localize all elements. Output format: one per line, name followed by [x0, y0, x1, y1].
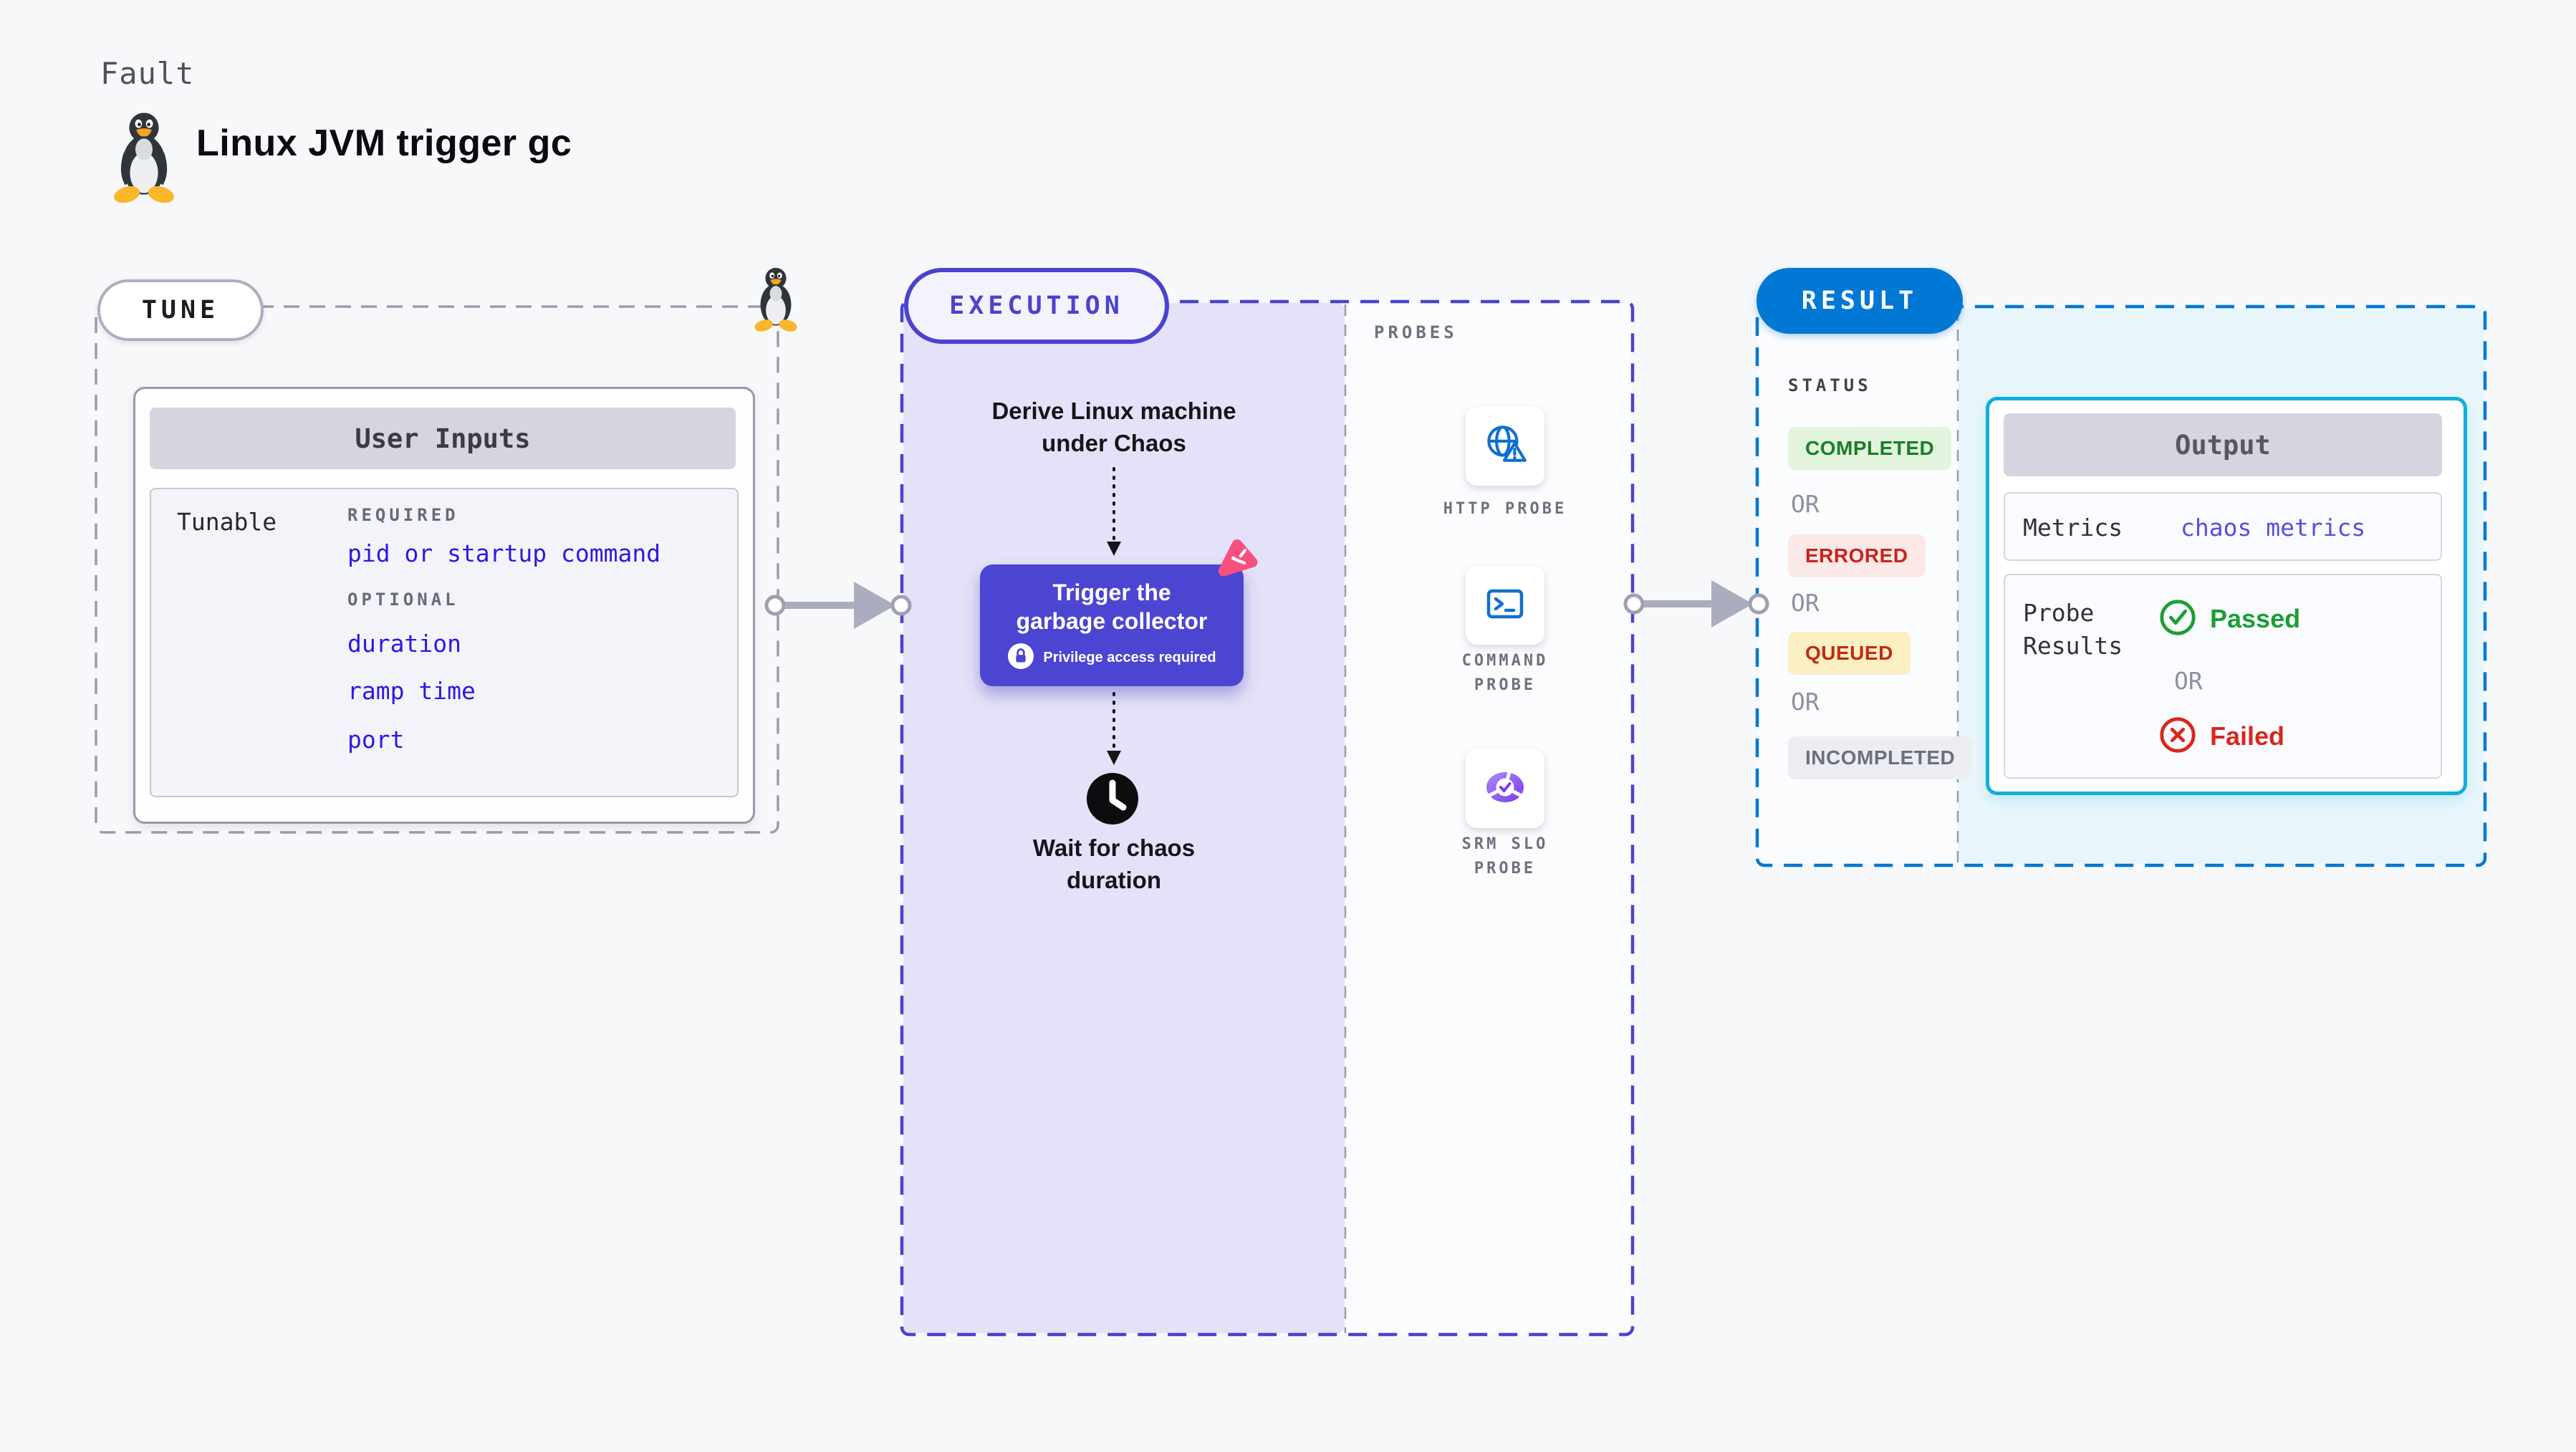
srm-slo-probe-label: SRM SLO PROBE: [1461, 835, 1549, 878]
tux-penguin-icon: [105, 109, 183, 206]
action-to-wait-connector: [1107, 692, 1121, 765]
param-ramp-time[interactable]: ramp time: [347, 677, 476, 705]
derive-machine-text: Derive Linux machine under Chaos: [991, 398, 1236, 456]
srm-slo-probe-card[interactable]: [1466, 749, 1544, 828]
failed-x-icon: [2158, 716, 2197, 758]
tune-dashed-box: [95, 305, 779, 834]
optional-section-label: OPTIONAL: [347, 590, 459, 610]
or-separator: OR: [1791, 688, 1820, 716]
command-probe-label: COMMAND PROBE: [1461, 652, 1549, 695]
tune-section-badge[interactable]: TUNE: [97, 279, 264, 341]
output-title: Output: [2004, 413, 2442, 476]
metrics-row: Metrics chaos metrics: [2004, 492, 2442, 561]
lock-icon: [1007, 643, 1034, 673]
result-dashed-box: [1755, 304, 2487, 867]
probe-results-row: Probe Results Passed OR Failed: [2004, 574, 2442, 779]
tune-to-execution-arrow: [764, 582, 912, 629]
metrics-label: Metrics: [2023, 514, 2123, 542]
or-separator: OR: [2174, 667, 2203, 695]
user-inputs-table: Tunable REQUIRED pid or startup command …: [150, 488, 739, 797]
http-probe-label: HTTP PROBE: [1443, 500, 1567, 518]
probes-section-label: PROBES: [1374, 322, 1458, 342]
param-port[interactable]: port: [347, 726, 405, 754]
or-separator: OR: [1791, 589, 1820, 617]
status-badge-queued: QUEUED: [1788, 632, 1911, 675]
fault-kicker: Fault: [100, 56, 195, 91]
execution-dashed-box: [900, 299, 1635, 1337]
chaos-pink-logo-icon: [1210, 534, 1262, 586]
page-title: Linux JVM trigger gc: [196, 122, 572, 164]
derive-to-action-connector: [1107, 467, 1121, 556]
tux-penguin-small-icon: [748, 265, 804, 334]
param-duration[interactable]: duration: [347, 630, 461, 658]
terminal-icon: [1482, 581, 1528, 630]
or-separator: OR: [1791, 490, 1820, 518]
slo-check-icon: [1482, 764, 1528, 814]
user-inputs-card: User Inputs Tunable REQUIRED pid or star…: [133, 387, 755, 824]
execution-to-result-arrow: [1623, 580, 1769, 628]
result-section-badge[interactable]: RESULT: [1756, 268, 1963, 334]
execution-section-badge[interactable]: EXECUTION: [904, 268, 1169, 344]
user-inputs-title: User Inputs: [150, 408, 736, 469]
privilege-note-row: Privilege access required: [1007, 643, 1216, 673]
passed-label: Passed: [2210, 604, 2301, 633]
required-section-label: REQUIRED: [347, 505, 459, 525]
status-badge-completed: COMPLETED: [1788, 427, 1952, 470]
trigger-gc-title: Trigger the garbage collector: [1016, 579, 1208, 634]
http-probe-card[interactable]: [1466, 407, 1544, 486]
status-badge-incompleted: INCOMPLETED: [1788, 736, 1973, 779]
privilege-note-text: Privilege access required: [1043, 649, 1216, 665]
failed-label: Failed: [2210, 721, 2285, 751]
globe-alert-icon: [1481, 421, 1529, 472]
command-probe-card[interactable]: [1466, 566, 1544, 645]
trigger-gc-action-node[interactable]: Trigger the garbage collector Privilege …: [980, 564, 1244, 686]
status-badge-errored: ERRORED: [1788, 534, 1926, 577]
probe-results-label: Probe Results: [2023, 599, 2123, 660]
tunable-row-label: Tunable: [177, 508, 277, 536]
output-card: Output Metrics chaos metrics Probe Resul…: [1986, 397, 2467, 795]
clock-icon: [1086, 772, 1139, 825]
param-pid-or-startup-command[interactable]: pid or startup command: [347, 539, 661, 567]
passed-check-icon: [2158, 598, 2197, 640]
status-column-label: STATUS: [1788, 375, 1872, 395]
wait-duration-text: Wait for chaos duration: [1032, 835, 1196, 893]
metrics-value-link[interactable]: chaos metrics: [2181, 514, 2366, 542]
